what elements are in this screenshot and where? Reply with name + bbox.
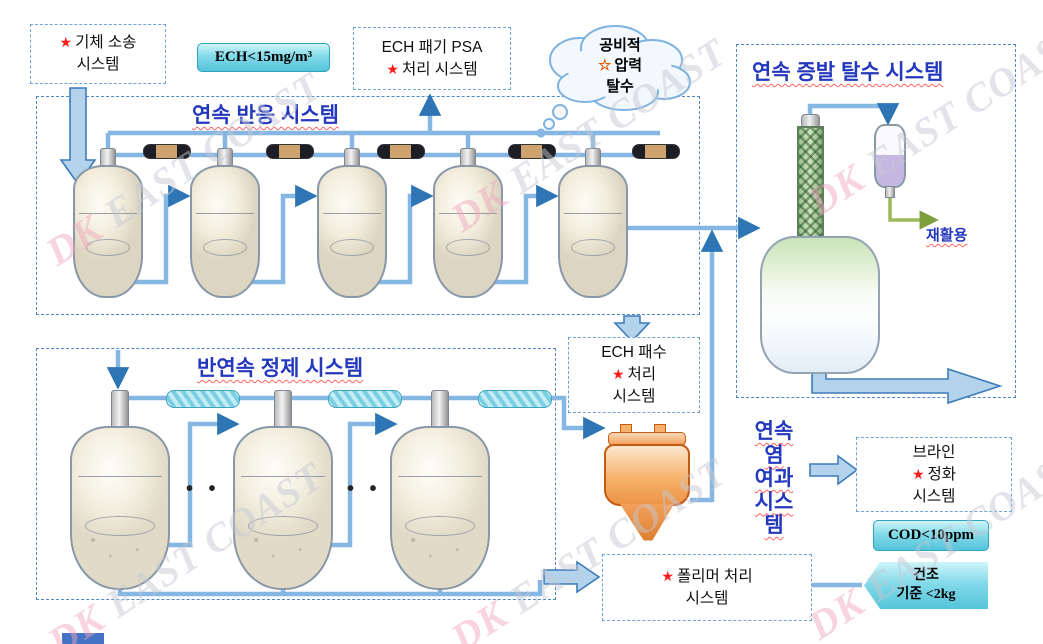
reactor-body <box>558 165 628 298</box>
condenser-icon <box>508 144 556 159</box>
bottom-strip <box>62 633 104 644</box>
gas-transport-label-2: 시스템 <box>76 56 120 73</box>
ech-psa-label-1: ECH 패기 PSA <box>381 38 483 56</box>
star-icon: ★ <box>611 366 625 382</box>
azeotrope-cloud-label: 공비적 ☆압력 탈수 <box>574 36 666 97</box>
brine-label-2: 정화 <box>927 465 957 483</box>
distillation-column <box>797 126 824 238</box>
drying-label-1: 건조 <box>913 568 939 584</box>
reaction-system-box <box>36 96 700 315</box>
condenser-icon <box>143 144 191 159</box>
condenser-icon <box>266 144 314 159</box>
brine-label-1: 브라인 <box>912 443 956 461</box>
cloud-label-2: 압력 <box>614 57 643 75</box>
star-icon: ★ <box>59 34 73 50</box>
gas-transport-label-1: 기체 소송 <box>75 34 137 51</box>
purification-vessel-3 <box>390 390 490 590</box>
polymer-label-2: 시스템 <box>685 589 729 607</box>
steam-cloud-icon <box>536 25 691 138</box>
continuation-dots: • • <box>347 478 382 500</box>
reactor-body <box>73 165 143 298</box>
condenser-icon <box>632 144 680 159</box>
filter-cone <box>620 504 674 541</box>
reactor-vessel-1 <box>73 148 143 298</box>
condenser-icon <box>377 144 425 159</box>
reactor-vessel-4 <box>433 148 503 298</box>
reactor-body <box>317 165 387 298</box>
star-outline-icon: ☆ <box>597 57 612 75</box>
polymer-label-1: 폴리머 처리 <box>676 567 753 585</box>
ech-psa-label-2: 처리 시스템 <box>401 60 478 78</box>
glass-condenser-icon <box>328 390 402 408</box>
salt-filtration-title: 연속 염 여과 시스 템 <box>754 420 794 538</box>
evaporator-vessel <box>760 236 880 374</box>
star-icon: ★ <box>386 60 399 77</box>
vessel-neck <box>111 390 129 430</box>
reactor-vessel-3 <box>317 148 387 298</box>
cloud-label-1: 공비적 <box>599 37 641 54</box>
reactor-body <box>433 165 503 298</box>
brine-arrow <box>809 454 859 486</box>
vessel-neck <box>274 390 292 430</box>
evaporation-system-box <box>736 44 1016 398</box>
continuation-dots: • • <box>186 478 221 500</box>
glass-condenser-icon <box>166 390 240 408</box>
purification-system-box <box>36 348 556 600</box>
star-icon: ★ <box>661 567 674 584</box>
vessel-body <box>390 426 490 590</box>
ech-air-limit-label: ECH<15mg/m³ <box>197 43 330 72</box>
vessel-body <box>70 426 170 590</box>
ech-psa-callout: ECH 패기 PSA ★처리 시스템 <box>353 27 511 90</box>
ech-wastewater-label-1: ECH 패수 <box>601 344 667 361</box>
purification-vessel-2 <box>233 390 333 590</box>
purification-system-title: 반연속 정제 시스템 <box>197 357 364 380</box>
reactor-body <box>190 165 260 298</box>
glass-condenser-icon <box>478 390 552 408</box>
recycle-label: 재활용 <box>926 227 968 244</box>
salt-filter-vessel <box>602 424 692 548</box>
drying-standard-label: 건조 기준 <2kg <box>864 562 988 609</box>
drying-label-2: 기준 <2kg <box>896 586 956 602</box>
wastewater-arrow <box>613 315 651 343</box>
polymer-treatment-callout: ★폴리머 처리 시스템 <box>602 554 812 621</box>
ech-wastewater-label-3: 시스템 <box>612 388 656 405</box>
polymer-arrow <box>543 560 601 594</box>
vessel-body <box>233 426 333 590</box>
vessel-neck <box>431 390 449 430</box>
brine-label-3: 시스템 <box>912 487 956 505</box>
reactor-vessel-5 <box>558 148 628 298</box>
reactor-vessel-2 <box>190 148 260 298</box>
recycle-pipe <box>888 198 939 230</box>
reaction-system-title: 연속 반응 시스템 <box>192 104 339 127</box>
evaporation-system-title: 연속 증발 탈수 시스템 <box>752 61 944 84</box>
star-icon: ★ <box>911 465 925 482</box>
purification-vessel-1 <box>70 390 170 590</box>
separator-neck <box>885 186 895 198</box>
brine-purification-callout: 브라인 ★정화 시스템 <box>856 437 1012 512</box>
gas-transport-callout: ★기체 소송 시스템 <box>30 24 166 84</box>
ech-wastewater-callout: ECH 패수 ★처리 시스템 <box>568 337 700 413</box>
filter-body <box>604 444 690 506</box>
cloud-label-3: 탈수 <box>606 77 634 95</box>
ech-wastewater-label-2: 처리 <box>627 366 657 383</box>
separator-vessel <box>874 124 906 188</box>
cod-limit-label: COD<10ppm <box>873 520 989 551</box>
